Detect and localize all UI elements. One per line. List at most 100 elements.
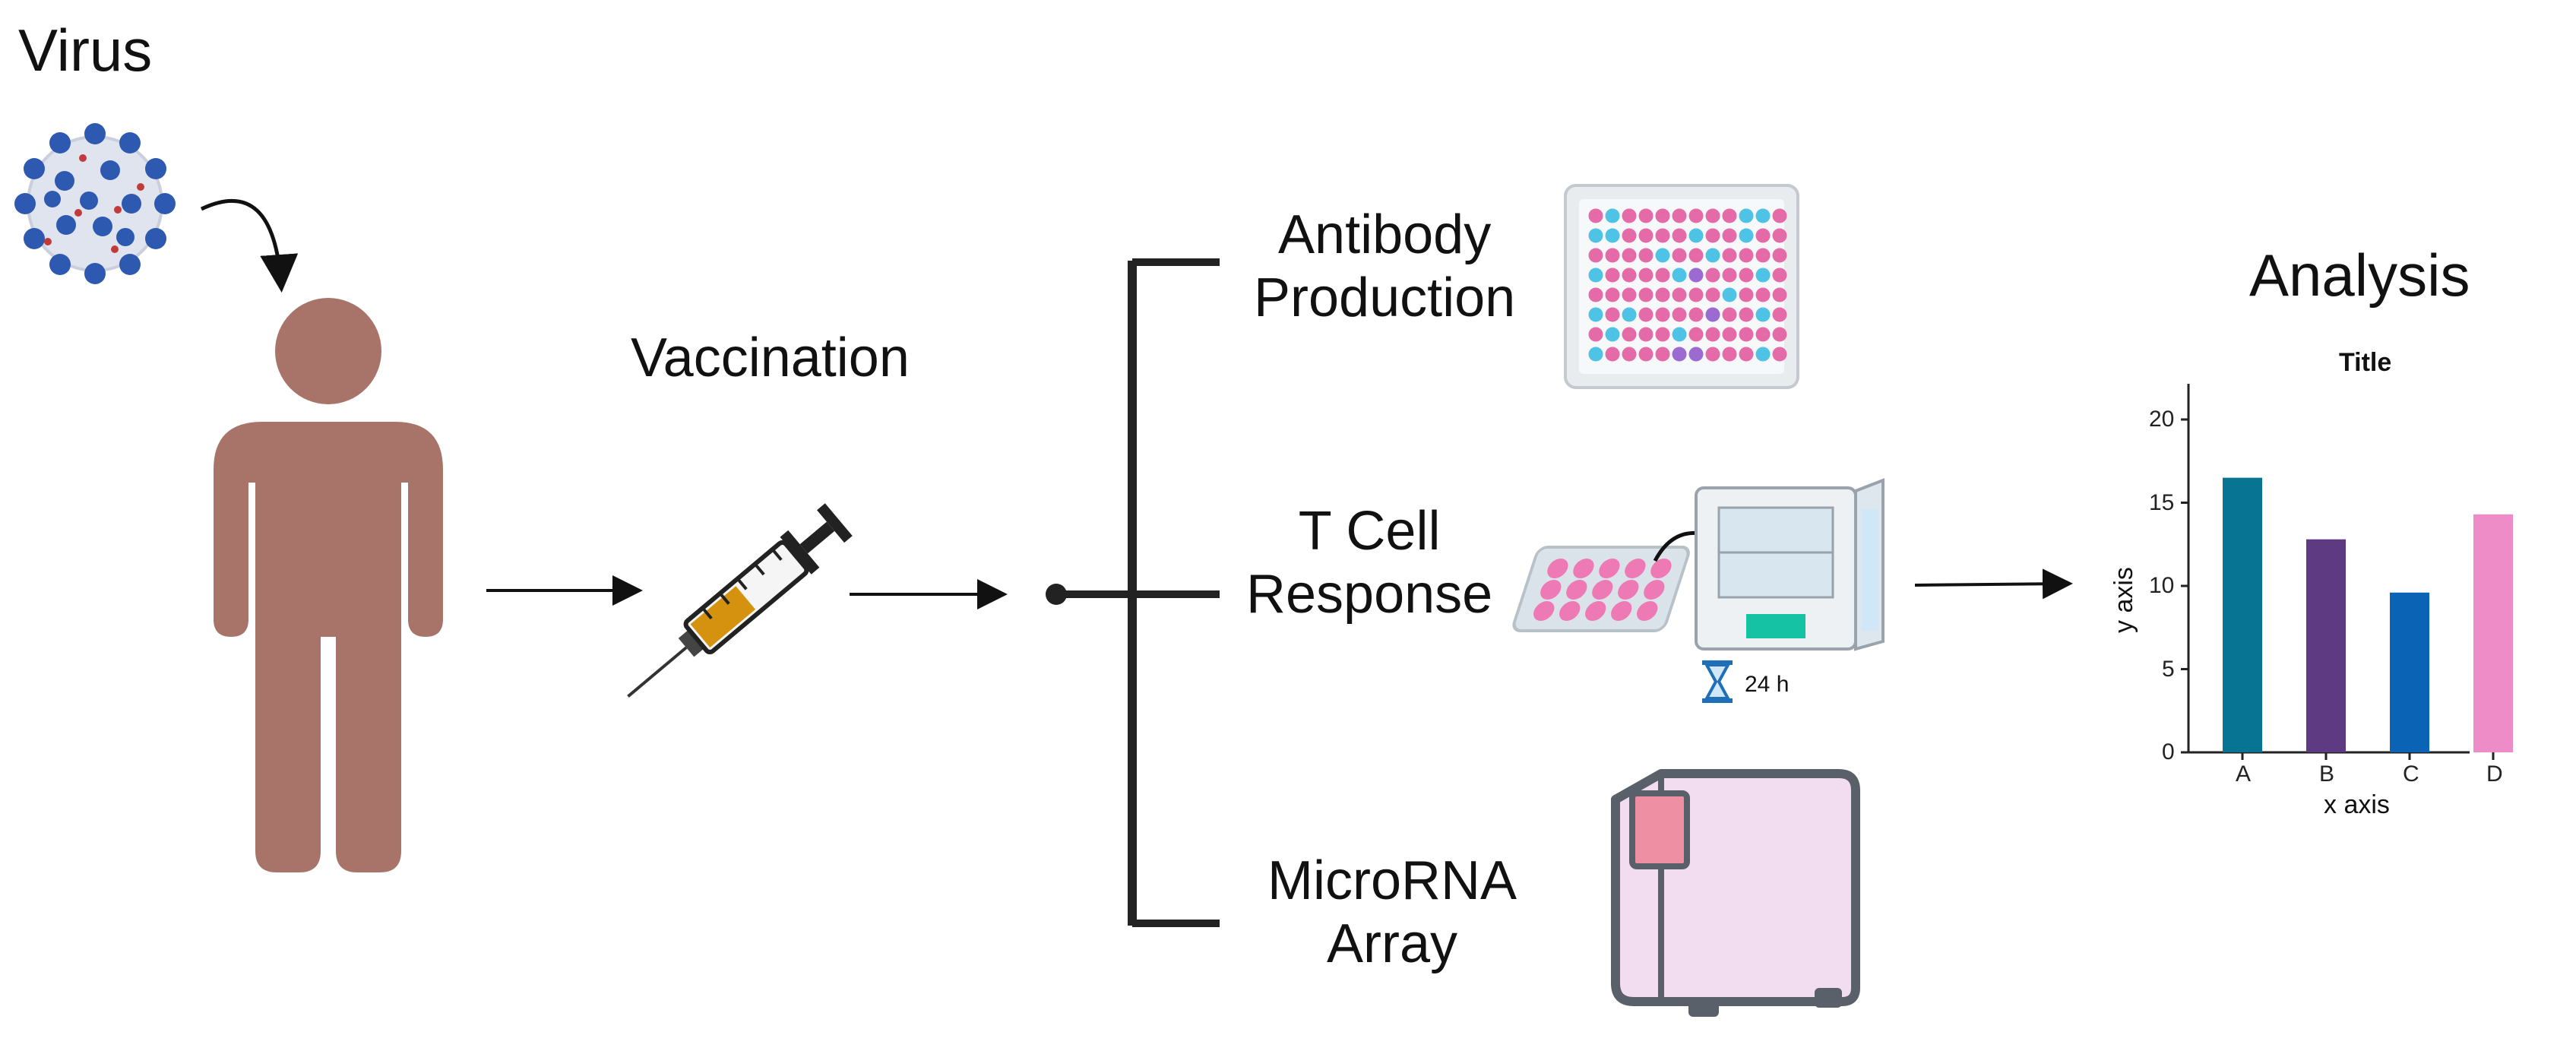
plate-well — [1672, 208, 1687, 223]
y-tick-label: 15 — [2149, 489, 2175, 515]
chart-title: Title — [2339, 348, 2392, 377]
microrna-label-line2: Array — [1326, 913, 1458, 974]
plate-well — [1705, 327, 1720, 342]
bar-a — [2223, 477, 2262, 752]
x-tick-label: C — [2403, 761, 2419, 787]
plate-well — [1622, 287, 1637, 302]
y-tick-label: 5 — [2162, 656, 2175, 682]
plate-well — [1655, 228, 1670, 243]
plate-well — [1739, 327, 1754, 342]
plate-well — [1755, 208, 1771, 223]
x-tick-label: B — [2319, 761, 2335, 787]
plate-well — [1739, 208, 1754, 223]
plate-well — [1772, 248, 1787, 263]
microrna-array-label: MicroRNA Array — [1267, 850, 1517, 976]
plate-well — [1638, 208, 1654, 223]
plate-well — [1772, 228, 1787, 243]
plate-well — [1588, 248, 1603, 263]
tcell-label-line2: Response — [1246, 563, 1493, 625]
x-tick-label: A — [2236, 761, 2252, 787]
plate-well — [1605, 248, 1620, 263]
plate-well — [1638, 248, 1654, 263]
plate-well — [1588, 287, 1603, 302]
y-tick-label: 0 — [2162, 739, 2175, 765]
plate-well — [1622, 347, 1637, 362]
plate-well — [1655, 248, 1670, 263]
t-cell-response-label: T Cell Response — [1246, 500, 1492, 626]
plate-well — [1705, 287, 1720, 302]
plate-well — [1655, 327, 1670, 342]
plate-well — [1638, 307, 1654, 322]
plate-well — [1605, 327, 1620, 342]
plate-well — [1622, 307, 1637, 322]
plate-well — [1705, 208, 1720, 223]
arrow-to-analysis — [1914, 568, 2073, 600]
plate-well — [1588, 267, 1603, 283]
infection-arrow — [200, 199, 299, 293]
analysis-label: Analysis — [2249, 242, 2470, 309]
vaccination-label: Vaccination — [631, 328, 910, 388]
plate-well — [1688, 208, 1704, 223]
plate-well — [1722, 228, 1737, 243]
tcell-label-line1: T Cell — [1298, 501, 1441, 562]
plate-well — [1622, 228, 1637, 243]
antibody-production-label: Antibody Production — [1254, 204, 1515, 330]
x-tick-label: D — [2486, 761, 2503, 787]
plate-well — [1605, 228, 1620, 243]
plate-well — [1755, 307, 1771, 322]
plate-well — [1722, 248, 1737, 263]
plate-well — [1755, 327, 1771, 342]
incubator-icon — [1695, 478, 1885, 651]
plate-well — [1739, 248, 1754, 263]
plate-well — [1605, 208, 1620, 223]
y-tick-label: 10 — [2149, 573, 2175, 598]
plate-well — [1638, 327, 1654, 342]
chart-x-axis-label: x axis — [2324, 790, 2390, 819]
plate-well — [1672, 327, 1687, 342]
plate-well — [1705, 347, 1720, 362]
plate-well — [1672, 267, 1687, 283]
plate-well — [1588, 307, 1603, 322]
plate-well — [1655, 287, 1670, 302]
plate-well — [1705, 228, 1720, 243]
plate-well — [1739, 287, 1754, 302]
plate-well — [1772, 208, 1787, 223]
plate-well — [1655, 307, 1670, 322]
virus-label: Virus — [18, 17, 153, 84]
plate-well — [1688, 267, 1704, 283]
plate-well — [1772, 327, 1787, 342]
branch-bracket — [1046, 258, 1220, 927]
plate-well — [1755, 267, 1771, 283]
microarray-scanner-icon — [1611, 769, 1860, 1017]
y-tick-label: 20 — [2149, 407, 2175, 432]
plate-well — [1755, 228, 1771, 243]
plate-well — [1588, 327, 1603, 342]
hourglass-icon — [1702, 660, 1733, 703]
plate-well — [1688, 248, 1704, 263]
person-icon — [214, 298, 443, 872]
plate-well — [1772, 347, 1787, 362]
plate-well — [1688, 228, 1704, 243]
bar-d — [2473, 514, 2513, 752]
chart-y-axis-label: y axis — [2109, 567, 2138, 634]
bar-c — [2390, 592, 2429, 752]
plate-well — [1722, 267, 1737, 283]
plate-well — [1605, 287, 1620, 302]
plate-well — [1739, 267, 1754, 283]
plate-well — [1755, 287, 1771, 302]
plate-well — [1722, 347, 1737, 362]
plate-well — [1672, 228, 1687, 243]
plate-well — [1638, 228, 1654, 243]
plate-well — [1755, 347, 1771, 362]
bar-b — [2306, 539, 2346, 752]
microrna-label-line1: MicroRNA — [1267, 850, 1517, 911]
plate-well — [1605, 307, 1620, 322]
plate-well — [1622, 248, 1637, 263]
plate-well — [1739, 307, 1754, 322]
plate-well — [1605, 347, 1620, 362]
antibody-label-line1: Antibody — [1278, 204, 1492, 265]
plate-well — [1772, 267, 1787, 283]
cell-culture-plate-icon — [1512, 546, 1690, 632]
plate-well — [1672, 248, 1687, 263]
